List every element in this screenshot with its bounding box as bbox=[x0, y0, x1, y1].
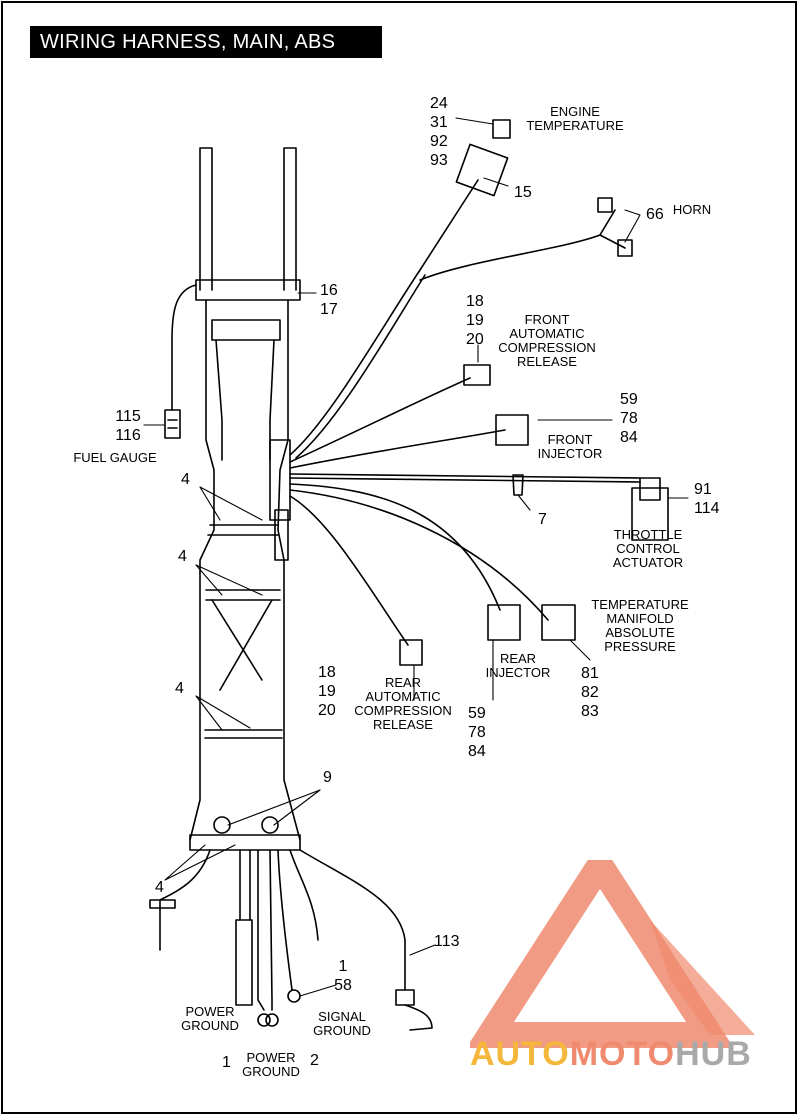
horn-label: HORN bbox=[672, 202, 712, 217]
leader-lines bbox=[143, 117, 689, 997]
callout-1: 1 bbox=[222, 1054, 231, 1071]
wordmark-hub: HUB bbox=[675, 1035, 752, 1073]
callout-rear-injector-parts: 59 78 84 bbox=[468, 705, 486, 760]
diagram-title: WIRING HARNESS, MAIN, ABS bbox=[30, 26, 382, 58]
callout-front-injector-parts: 59 78 84 bbox=[620, 391, 638, 446]
power-ground-bottom-label: POWER GROUND bbox=[242, 1050, 300, 1079]
callout-signal-ground-parts: 1 58 bbox=[334, 958, 352, 994]
callout-7: 7 bbox=[538, 511, 547, 528]
callout-rear-acr-parts: 18 19 20 bbox=[318, 664, 336, 719]
callout-15: 15 bbox=[514, 184, 532, 201]
fuel-gauge-lead bbox=[164, 284, 197, 439]
callout-4-d: 4 bbox=[155, 879, 164, 896]
temperature-manifold-absolute-pressure-label: TEMPERATURE MANIFOLD ABSOLUTE PRESSURE bbox=[591, 597, 689, 654]
callout-front-acr-parts: 18 19 20 bbox=[466, 293, 484, 348]
lower-leads bbox=[149, 849, 433, 1031]
callout-engine-temp-parts: 24 31 92 93 bbox=[430, 95, 448, 169]
harness-branches bbox=[289, 179, 641, 646]
automotohub-wordmark: AUTOMOTOHUB bbox=[470, 1035, 752, 1074]
callout-2: 2 bbox=[310, 1052, 319, 1069]
automotohub-logo bbox=[470, 860, 755, 1048]
callout-tmap-parts: 81 82 83 bbox=[581, 665, 599, 720]
fuel-gauge-label: FUEL GAUGE bbox=[73, 450, 157, 465]
callout-fuel-gauge-parts: 115 116 bbox=[115, 408, 141, 444]
callout-4-b: 4 bbox=[178, 548, 187, 565]
throttle-control-actuator-label: THROTTLE CONTROL ACTUATOR bbox=[612, 527, 684, 570]
callout-113: 113 bbox=[434, 933, 460, 950]
frame-backbone bbox=[189, 147, 301, 851]
rear-injector-label: REAR INJECTOR bbox=[485, 651, 551, 680]
front-automatic-compression-release-label: FRONT AUTOMATIC COMPRESSION RELEASE bbox=[498, 312, 596, 369]
callout-9: 9 bbox=[323, 769, 332, 786]
rear-automatic-compression-release-label: REAR AUTOMATIC COMPRESSION RELEASE bbox=[354, 675, 452, 732]
wordmark-auto: AUTO bbox=[470, 1035, 570, 1073]
front-injector-label: FRONT INJECTOR bbox=[537, 432, 603, 461]
callout-4-c: 4 bbox=[175, 680, 184, 697]
callout-66: 66 bbox=[646, 206, 664, 223]
callout-16-17: 16 17 bbox=[320, 282, 338, 318]
callout-tca-parts: 91 114 bbox=[694, 481, 720, 517]
power-ground-left-label: POWER GROUND bbox=[181, 1004, 239, 1033]
connectors bbox=[399, 119, 669, 666]
wordmark-moto: MOTO bbox=[569, 1035, 676, 1073]
engine-temperature-label: ENGINE TEMPERATURE bbox=[526, 104, 624, 133]
callout-4-a: 4 bbox=[181, 471, 190, 488]
signal-ground-label: SIGNAL GROUND bbox=[313, 1009, 371, 1038]
